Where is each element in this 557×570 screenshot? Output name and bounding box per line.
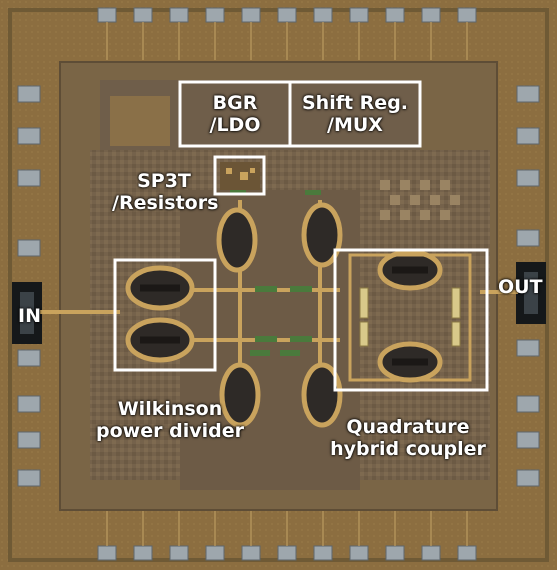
bottom-pads (97, 545, 477, 561)
bgr-ldo-label: BGR /LDO (209, 92, 261, 136)
sp3t-box (213, 155, 266, 196)
checker-fill (380, 180, 460, 220)
wilkinson-label: Wilkinson power divider (96, 398, 244, 442)
annotation-boxes (113, 80, 489, 392)
shift-reg-mux-box (288, 80, 422, 148)
top-pads (97, 7, 477, 23)
shift-reg-mux-label: Shift Reg. /MUX (301, 92, 409, 136)
in-port-label: IN (18, 305, 41, 327)
out-port-label: OUT (498, 276, 543, 298)
quadrature-label: Quadrature hybrid coupler (330, 416, 486, 460)
left-pads (17, 85, 41, 487)
wilkinson-box (113, 258, 217, 372)
quadrature-box (333, 248, 489, 392)
right-pads (516, 85, 540, 487)
sp3t-resistors-label: SP3T /Resistors (112, 170, 219, 214)
coupler-caps (359, 287, 461, 347)
